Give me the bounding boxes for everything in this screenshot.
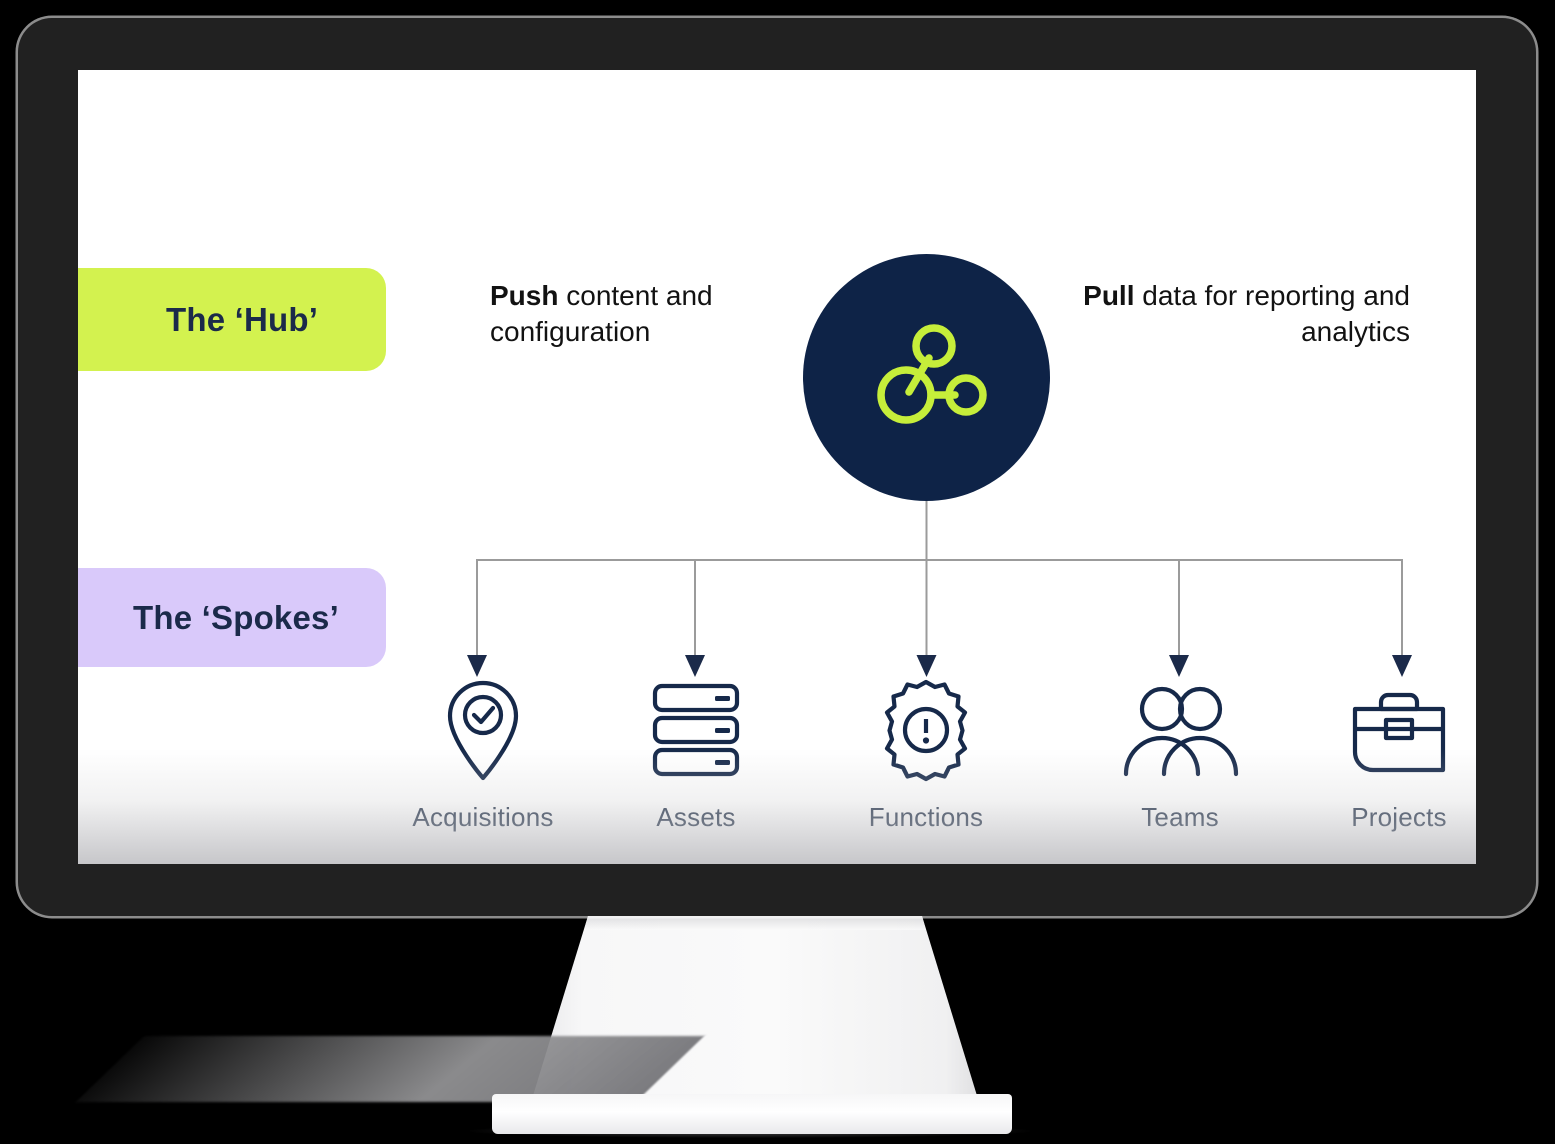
spoke-label: Projects — [1351, 802, 1447, 832]
spokes-label-text: The ‘Spokes’ — [133, 598, 339, 636]
pull-rest-text: data for reporting and analytics — [1134, 280, 1410, 348]
push-bold-word: Push — [490, 280, 559, 311]
push-flow-text: Push content and configuration — [490, 278, 790, 351]
spoke-label: Functions — [868, 802, 984, 832]
map-pin-check-icon — [440, 678, 526, 782]
briefcase-icon — [1347, 678, 1451, 782]
spoke-projects[interactable]: Projects — [1299, 678, 1476, 833]
hub-circle — [803, 254, 1050, 501]
spoke-functions[interactable]: Functions — [826, 678, 1026, 833]
monitor-screen: The ‘Hub’ The ‘Spokes’ Push content and … — [78, 70, 1476, 864]
push-rest-text: content and configuration — [490, 280, 713, 348]
server-stack-icon — [649, 678, 743, 782]
spoke-assets[interactable]: Assets — [596, 678, 796, 833]
spoke-label: Assets — [656, 802, 736, 832]
stand-base — [492, 1094, 1012, 1134]
two-people-icon — [1118, 678, 1242, 782]
spoke-label: Acquisitions — [412, 802, 554, 832]
pull-flow-text: Pull data for reporting and analytics — [998, 278, 1410, 351]
network-nodes-icon — [876, 323, 987, 424]
spoke-teams[interactable]: Teams — [1080, 678, 1280, 833]
hub-label-text: The ‘Hub’ — [166, 300, 319, 338]
pull-bold-word: Pull — [1083, 280, 1135, 311]
gear-alert-icon — [874, 678, 978, 782]
hub-label-pill: The ‘Hub’ — [78, 268, 386, 371]
spokes-label-pill: The ‘Spokes’ — [78, 568, 386, 667]
spoke-label: Teams — [1141, 802, 1219, 832]
spoke-acquisitions[interactable]: Acquisitions — [383, 678, 583, 833]
monitor-drop-shadow — [75, 1036, 705, 1102]
monitor-bezel: The ‘Hub’ The ‘Spokes’ Push content and … — [18, 18, 1536, 916]
